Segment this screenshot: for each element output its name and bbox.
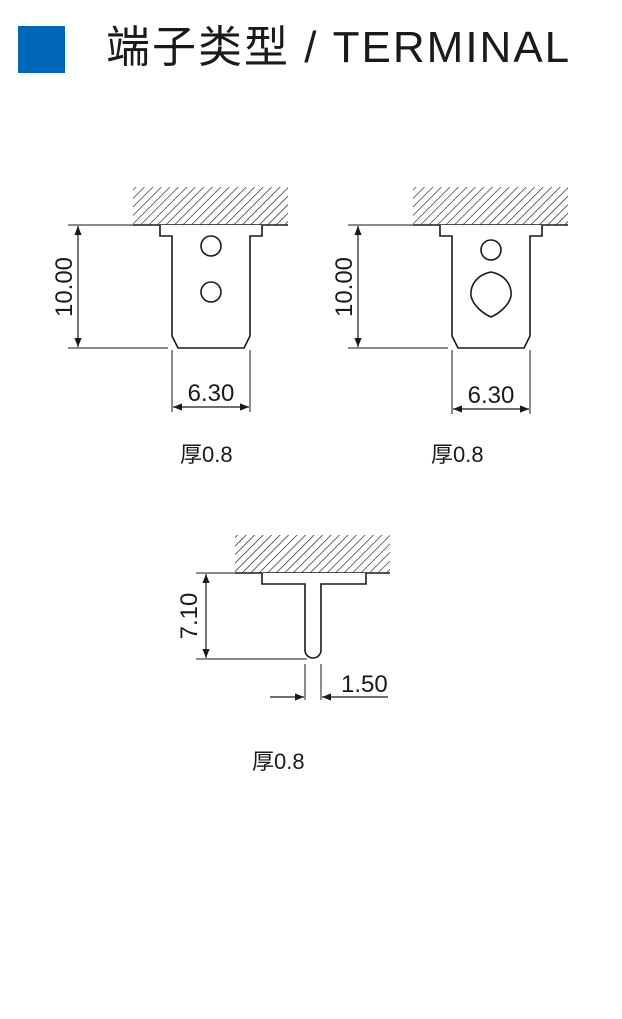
- keyhole: [470, 271, 512, 318]
- header: 端子类型 / TERMINAL: [0, 0, 622, 90]
- mounting-surface: [413, 187, 568, 225]
- lower-hole: [200, 281, 222, 303]
- thickness-label: 厚0.8: [252, 749, 305, 774]
- terminal-keyhole: [348, 187, 568, 414]
- height-label: 7.10: [176, 593, 203, 640]
- terminal-body: [439, 225, 543, 349]
- terminal-two-holes: [68, 187, 288, 412]
- mounting-surface: [133, 187, 288, 225]
- thickness-label: 厚0.8: [180, 442, 233, 467]
- terminal-body: [159, 225, 263, 349]
- width-label: 1.50: [341, 671, 388, 698]
- width-label: 6.30: [188, 380, 235, 407]
- terminal-pin: [196, 535, 390, 701]
- page-title: 端子类型 / TERMINAL: [106, 23, 572, 72]
- height-label: 10.00: [51, 257, 78, 317]
- accent-square: [18, 26, 65, 73]
- mounting-surface: [235, 535, 390, 573]
- thickness-label: 厚0.8: [431, 442, 484, 467]
- upper-hole: [200, 235, 222, 257]
- width-label: 6.30: [468, 382, 515, 409]
- pin-body: [261, 573, 367, 659]
- height-label: 10.00: [331, 257, 358, 317]
- upper-hole: [480, 239, 502, 261]
